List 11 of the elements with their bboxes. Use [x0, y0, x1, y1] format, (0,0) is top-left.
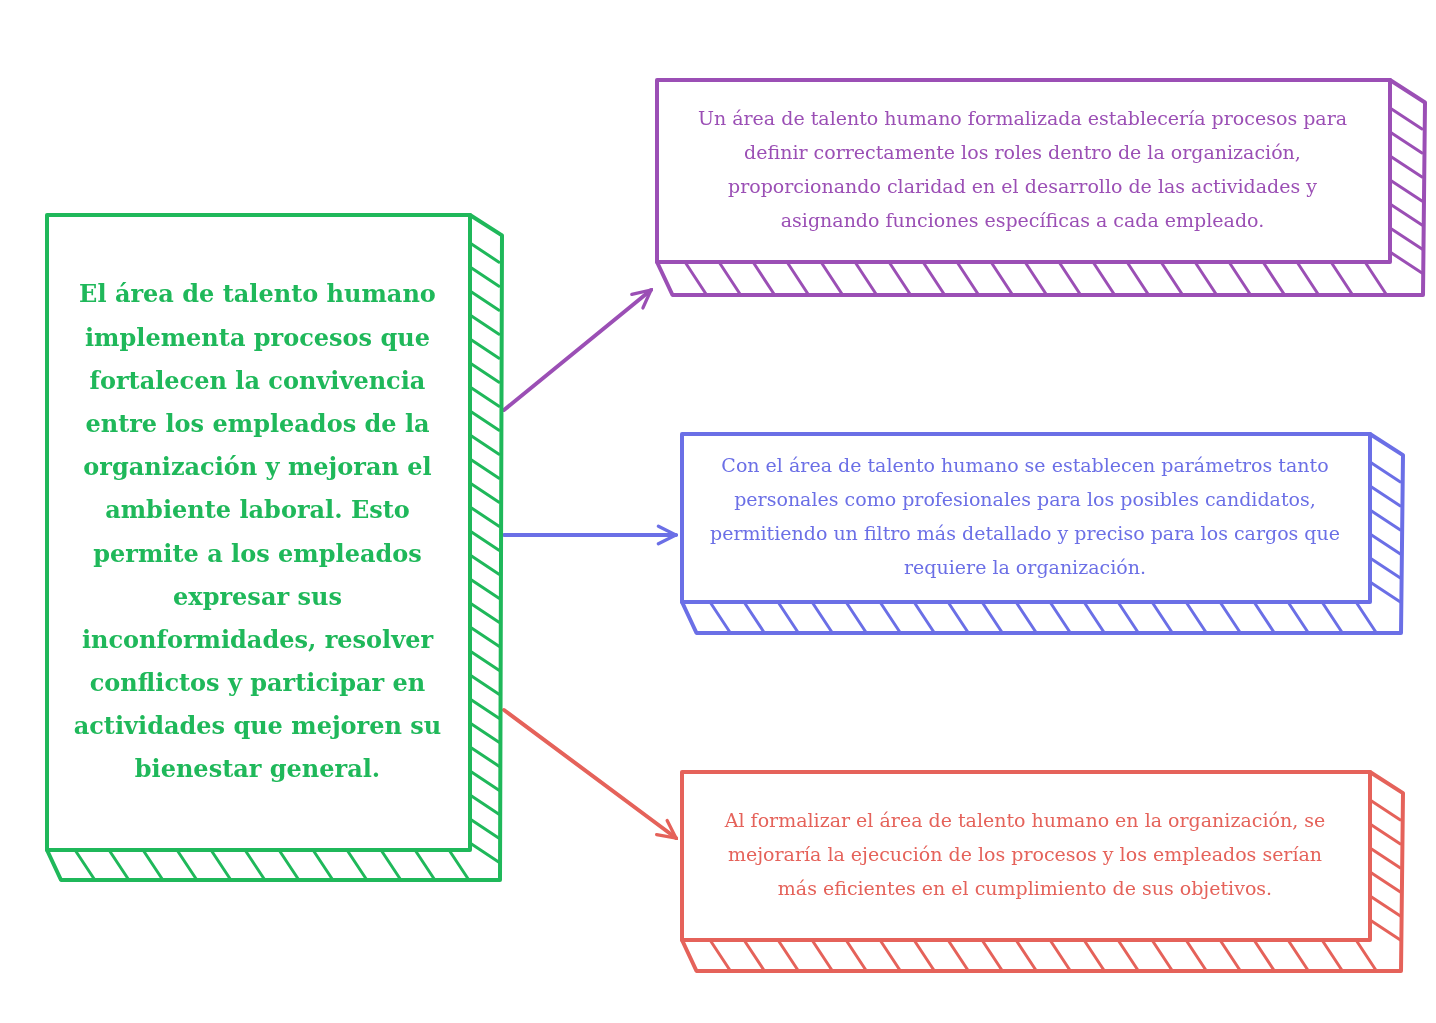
- arrow: [502, 524, 678, 546]
- arrow: [502, 708, 678, 840]
- arrow: [502, 288, 653, 412]
- box-text: Un área de talento humano formalizada establecería procesos para definir correctamente los roles dentro de la organización, proporcionando claridad en el desarrollo de las actividades y asignando funciones específicas a cada empleado.: [696, 106, 1349, 233]
- hatched-3d-box: [45, 213, 502, 882]
- hatched-3d-box: [680, 770, 1403, 973]
- hatched-3d-box: [655, 78, 1425, 297]
- box-text: Al formalizar el área de talento humano en la organización, se mejoraría la ejecución de los procesos y los empleados serían más eficientes en el cumplimiento de sus objetivos.: [723, 808, 1327, 901]
- hatched-3d-box: [680, 432, 1403, 635]
- box-text: Con el área de talento humano se establecen parámetros tanto personales como profesionales para los posibles candidatos, permitiendo un filtro más detallado y preciso para los cargos que requiere la organización.: [708, 453, 1341, 580]
- box-text: El área de talento humano implementa procesos que fortalecen la convivencia entre los empleados de la organización y mejoran el ambiente laboral. Esto permite a los empleados expresar sus inconformidades, resolver conflictos y participar en actividades que mejoren su bienestar general.: [72, 278, 443, 786]
